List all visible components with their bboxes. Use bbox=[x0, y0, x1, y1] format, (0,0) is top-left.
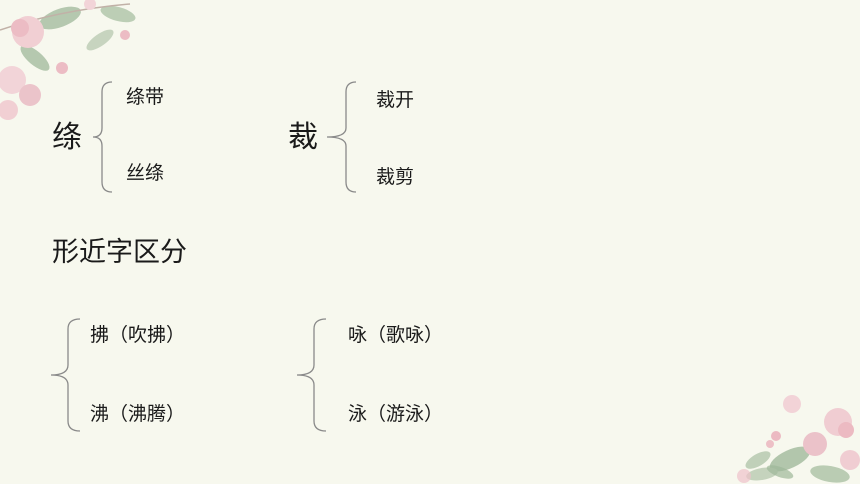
group1-brace bbox=[92, 81, 113, 193]
floral-decoration-bottom-right bbox=[746, 395, 860, 483]
group1-word-2: 丝绦 bbox=[126, 162, 165, 184]
floral-decoration-bottom bbox=[737, 440, 794, 483]
group2-word-1: 裁开 bbox=[376, 89, 415, 111]
group2-character: 裁 bbox=[288, 120, 318, 155]
group1-character: 绦 bbox=[52, 120, 82, 155]
group4-brace bbox=[296, 318, 327, 432]
group3-item-2: 沸（沸腾） bbox=[90, 403, 186, 425]
floral-decoration-top-left bbox=[0, 0, 136, 120]
group3-brace bbox=[50, 318, 81, 432]
group3-item-1: 拂（吹拂） bbox=[90, 324, 186, 346]
group4-item-1: 咏（歌咏） bbox=[348, 324, 444, 346]
group2-word-2: 裁剪 bbox=[376, 166, 415, 188]
group2-brace bbox=[326, 81, 357, 193]
group1-word-1: 绦带 bbox=[126, 86, 165, 108]
group4-item-2: 泳（游泳） bbox=[348, 403, 444, 425]
section-title: 形近字区分 bbox=[52, 237, 187, 268]
